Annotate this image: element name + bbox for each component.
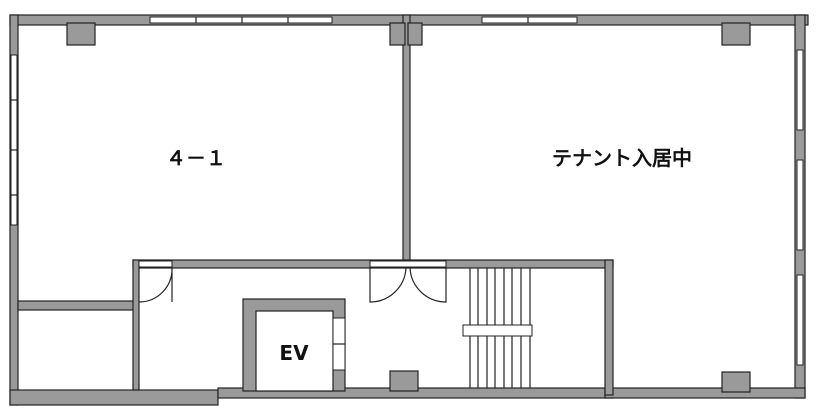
corridor-right-wall bbox=[604, 259, 614, 396]
bottom-wall-left bbox=[9, 389, 219, 406]
tenant-occupied-label: テナント入居中 bbox=[552, 146, 692, 170]
left-room-bottom-wall bbox=[17, 300, 139, 311]
bottom-wall-right bbox=[604, 387, 806, 399]
elevator-label: EV bbox=[279, 341, 309, 365]
corridor-left-wall bbox=[132, 259, 140, 391]
columns bbox=[66, 22, 751, 393]
elevator-shaft bbox=[242, 298, 346, 392]
unit-4-1-label: ４－１ bbox=[166, 146, 226, 170]
unit-divider-wall bbox=[402, 14, 411, 264]
staircase bbox=[462, 268, 533, 388]
door-left-unit[interactable] bbox=[138, 260, 173, 303]
door-double[interactable] bbox=[369, 260, 447, 303]
windows bbox=[10, 16, 804, 366]
